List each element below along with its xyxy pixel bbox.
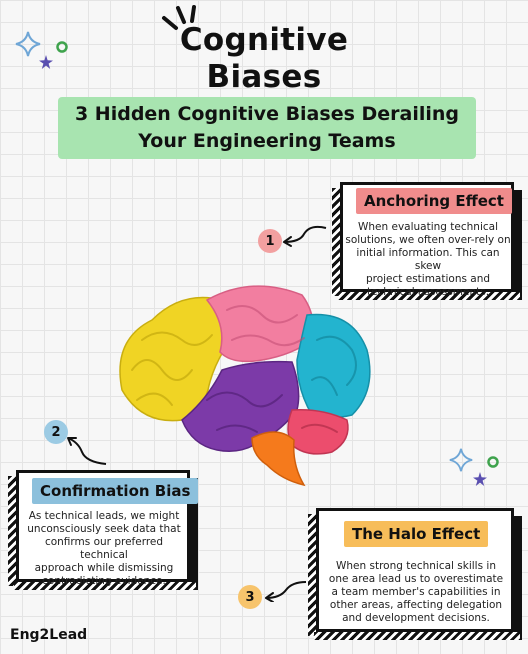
arrow-icon (283, 225, 327, 247)
arrow-icon (67, 437, 107, 465)
burst-icon (162, 5, 196, 30)
badge-number-3: 3 (238, 585, 262, 609)
brain-pink-lobe (205, 285, 314, 363)
card-description: When evaluating technical solutions, we … (345, 221, 511, 298)
card-description: As technical leads, we might unconscious… (27, 510, 181, 587)
sparkle-icon (449, 448, 473, 472)
brain-orange-stem (251, 431, 306, 487)
card-title: The Halo Effect (344, 521, 489, 547)
badge-number-2: 2 (44, 420, 68, 444)
title-line-2: Biases (206, 59, 322, 95)
title-line-1: Cognitive (179, 22, 349, 58)
card-title: Confirmation Bias (32, 478, 199, 504)
brain-red-lobe (287, 408, 349, 455)
star-icon (473, 472, 487, 486)
page-title: Cognitive Biases (0, 22, 528, 96)
star-icon (39, 55, 53, 69)
brain-cyan-lobe (296, 313, 371, 419)
ring-icon (487, 456, 499, 468)
badge-number-1: 1 (258, 229, 282, 253)
card-title: Anchoring Effect (356, 188, 512, 214)
card-description: When strong technical skills in one area… (328, 560, 504, 624)
subtitle-line-2: Your Engineering Teams (138, 130, 396, 152)
sparkle-icon (15, 31, 41, 57)
ring-icon (56, 41, 68, 53)
arrow-icon (265, 581, 307, 602)
subtitle-banner: 3 Hidden Cognitive Biases Derailing Your… (58, 97, 476, 159)
brand-logo-text: Eng2Lead (10, 627, 88, 643)
brain-illustration (119, 285, 371, 487)
subtitle-line-1: 3 Hidden Cognitive Biases Derailing (74, 103, 460, 125)
